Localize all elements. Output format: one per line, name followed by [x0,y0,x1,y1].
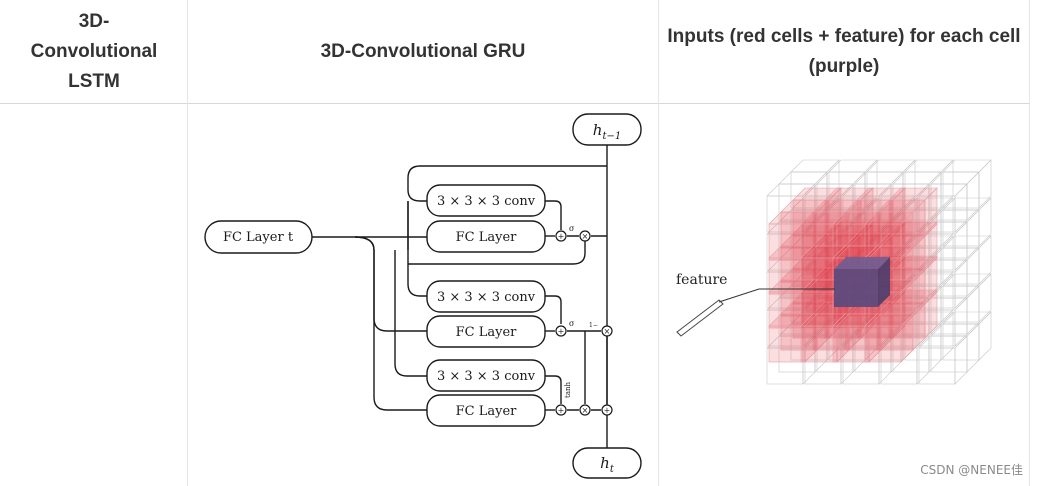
fc-box-1 [426,220,546,253]
conv2-out [545,295,562,324]
input-to-fc2 [354,236,427,332]
red-cell [876,199,926,249]
plus-glyph-3: + [558,406,565,415]
gru-operator-glyphs: + × + × + × + [558,232,611,415]
header-gru-text: 3D-Convolutional GRU [320,40,526,62]
fc-label-2: FC Layer [456,325,518,340]
center-cell-top [834,257,890,269]
times-glyph-2: × [604,327,611,336]
watermark: CSDN @NENEE佳 [920,463,1023,477]
plus-op-3 [555,404,567,416]
hprev-label-subscript: t−1 [602,131,621,142]
grid-cube [880,335,930,385]
times-glyph-3: × [582,406,589,415]
grid-cube [842,335,892,385]
feature-vector-icon [676,299,724,337]
header-inputs: Inputs (red cells + feature) for each ce… [666,0,1022,103]
header-lstm-text: 3D-Convolutional LSTM [30,11,158,92]
reset-feedback [408,236,586,265]
conv-box-3 [426,359,546,392]
hout-box [572,447,642,479]
hprev-to-conv1 [407,165,607,202]
fc-label-1: FC Layer [456,230,518,245]
plus-glyph-4: + [604,406,611,415]
hout-label-subscript: t [610,464,615,475]
fc-label-3: FC Layer [456,404,518,419]
center-cell-side [878,257,890,307]
column-divider-3 [1029,0,1030,486]
conv1-out [545,200,562,230]
gru-wires [312,145,608,448]
input-to-fc3 [354,236,427,411]
conv3-out [545,375,562,404]
red-cell [864,313,914,363]
plus-op-1 [555,230,567,242]
times-glyph-1: × [582,232,589,241]
gru-boxes [204,113,642,479]
red-cell [864,211,914,261]
hprev-to-conv3 [394,201,427,377]
fc-input-box [204,220,313,254]
sigma-label-2: σ [569,319,575,328]
gru-activation-labels: σ σ 1− tanh [564,224,598,398]
header-gru: 3D-Convolutional GRU [188,0,658,103]
grid-cube [766,335,816,385]
fc-input-label: FC Layer t [223,230,294,245]
feature-label: feature [676,272,727,288]
one-minus-label: 1− [589,322,598,329]
hprev-to-conv2 [407,201,427,297]
grid-cube [918,335,968,385]
column-divider-1 [187,0,188,486]
conv-box-2 [426,280,546,313]
times-op-2 [601,325,613,337]
column-divider-2 [658,0,659,486]
feature-pointer-line [718,288,835,303]
cells-diagram: feature [676,159,992,385]
gru-labels: FC Layer t 3 × 3 × 3 conv FC Layer 3 × 3… [223,194,536,419]
center-cell-purple [834,269,878,307]
tanh-label: tanh [564,382,572,398]
sigma-label-1: σ [569,224,575,233]
fc-box-3 [426,394,546,427]
hprev-box [572,113,642,146]
header-lstm: 3D-Convolutional LSTM [20,2,168,102]
times-op-1 [579,230,591,242]
plus-glyph-2: + [558,327,565,336]
gru-operators [555,230,613,416]
header-inputs-text: Inputs (red cells + feature) for each ce… [667,25,1021,77]
red-cell [832,313,882,363]
conv-box-1 [426,184,546,217]
times-op-3 [579,404,591,416]
conv-label-1: 3 × 3 × 3 conv [437,194,536,209]
fc-box-2 [426,315,546,348]
header-bottom-border [0,103,1030,104]
conv-label-2: 3 × 3 × 3 conv [437,290,536,305]
red-cell [768,211,818,261]
plus-glyph-1: + [558,232,565,241]
red-cell [832,211,882,261]
plus-op-4 [601,404,613,416]
conv-label-3: 3 × 3 × 3 conv [437,369,536,384]
plus-op-2 [555,325,567,337]
